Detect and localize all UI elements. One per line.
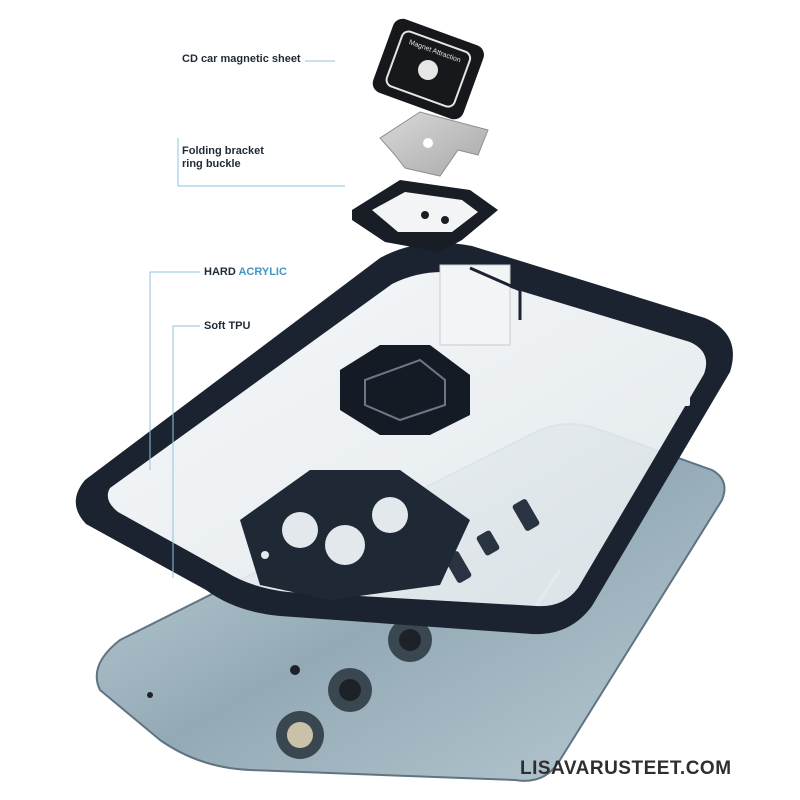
label-folding-bracket-line2: ring buckle xyxy=(182,158,241,170)
camera-cutout-icon xyxy=(325,525,365,565)
case-tpu-frame xyxy=(75,242,733,635)
label-cd-magnetic-sheet: CD car magnetic sheet xyxy=(182,53,301,65)
label-hard-acrylic: HARD ACRYLIC xyxy=(204,266,287,279)
metal-plate xyxy=(379,111,489,177)
label-hard-suffix: ACRYLIC xyxy=(238,266,287,278)
leader-lines xyxy=(149,60,345,578)
cd-magnetic-sheet: Magnet Attraction xyxy=(372,18,484,120)
case-acrylic-back xyxy=(81,246,728,629)
label-folding-bracket-line1: Folding bracket xyxy=(182,145,264,157)
camera-cutout-icon xyxy=(372,497,408,533)
camera-cutout-icon xyxy=(282,512,318,548)
case-camera-guard xyxy=(240,470,470,600)
label-soft-tpu: Soft TPU xyxy=(204,320,251,332)
label-hard-prefix: HARD xyxy=(204,266,236,278)
label-folding-bracket: Folding bracket ring buckle xyxy=(182,145,264,171)
case-kickstand xyxy=(340,264,522,435)
folding-bracket-ring-buckle xyxy=(352,180,498,252)
watermark: LISAVARUSTEET.COM xyxy=(520,758,732,779)
